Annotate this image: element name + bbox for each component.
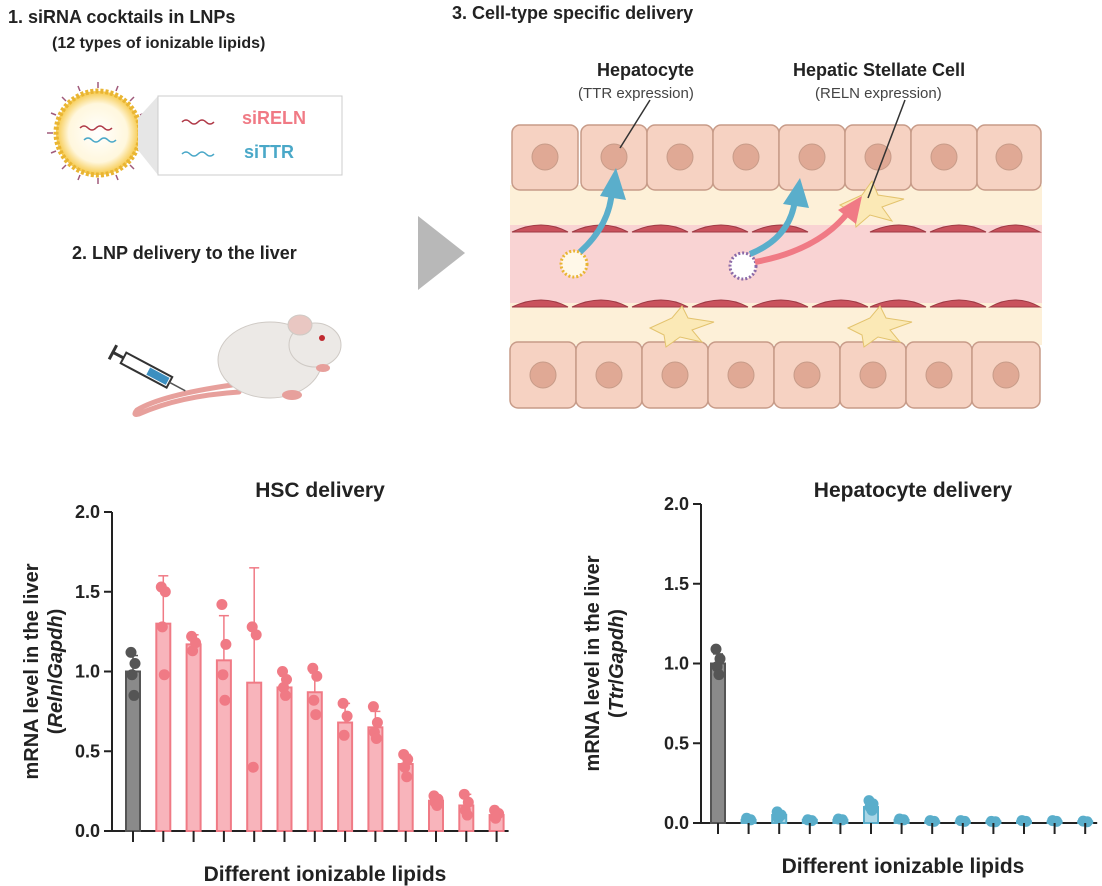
bar (155, 622, 172, 832)
data-point (370, 732, 382, 744)
schematic-illustration: siRELN siTTR (47, 82, 1042, 417)
sirna-ttr-label: siTTR (244, 142, 294, 162)
data-point (866, 804, 878, 816)
data-point (836, 814, 848, 826)
y-tick-label: 0.5 (664, 733, 689, 753)
data-point (250, 629, 262, 641)
data-point (959, 815, 971, 827)
data-point (399, 761, 411, 773)
sirna-reln-label: siRELN (242, 108, 306, 128)
step1-subtitle: (12 types of ionizable lipids) (52, 35, 266, 52)
lnp-particle-icon (47, 82, 149, 184)
y-tick-label: 1.5 (75, 582, 100, 602)
data-point (125, 646, 137, 658)
data-point (338, 729, 350, 741)
data-point (710, 643, 722, 655)
y-tick-label: 0.5 (75, 741, 100, 761)
data-point (713, 669, 725, 681)
data-point (898, 814, 910, 826)
y-tick-label: 0.0 (664, 813, 689, 833)
hsc-label: Hepatic Stellate Cell (793, 60, 966, 80)
data-point (217, 669, 229, 681)
data-point (461, 809, 473, 821)
data-point (280, 689, 291, 701)
data-point (158, 669, 170, 681)
lnp-hsc-icon (728, 251, 758, 281)
data-point (310, 709, 322, 721)
data-point (1051, 815, 1063, 827)
y-tick-label: 1.5 (664, 574, 689, 594)
data-point (308, 694, 320, 706)
data-point (156, 621, 168, 633)
data-point (745, 814, 757, 826)
flow-arrow-icon (418, 216, 465, 290)
y-tick-label: 1.0 (75, 662, 100, 682)
chart-title: HSC delivery (255, 479, 385, 502)
data-point (401, 771, 413, 783)
data-point (159, 586, 171, 598)
sirna-legend-box (157, 95, 343, 176)
data-point (1020, 815, 1032, 827)
data-point (989, 816, 1001, 828)
y-tick-label: 1.0 (664, 654, 689, 674)
data-point (128, 689, 140, 701)
data-point (129, 658, 141, 670)
y-tick-label: 2.0 (664, 494, 689, 514)
data-point (772, 812, 784, 824)
data-point (337, 697, 349, 709)
hepatocyte-sub: (TTR expression) (578, 85, 694, 102)
data-point (371, 717, 383, 729)
hepatocyte-delivery-chart: Hepatocyte delivery 0.0 0.5 1.0 1.5 2.0 mRNA l… (582, 479, 1098, 878)
y-tick-label: 0.0 (75, 821, 100, 841)
data-point (431, 799, 443, 811)
bar (215, 659, 232, 832)
bar (710, 662, 726, 824)
hepatocyte-label: Hepatocyte (597, 60, 695, 80)
bar (276, 686, 293, 832)
data-point (490, 812, 502, 824)
hsc-delivery-chart: HSC delivery 0.0 0.5 1.0 1.5 2.0 mRNA level in… (21, 479, 509, 886)
y-axis-label-sub: (Ttr/Gapdh) (606, 609, 628, 718)
data-point (219, 694, 231, 706)
data-point (367, 701, 379, 713)
bar (185, 643, 202, 832)
liver-tissue-illustration (509, 99, 1042, 409)
data-point (311, 670, 323, 682)
data-point (1081, 816, 1093, 828)
data-point (928, 815, 940, 827)
y-axis-label-sub: (Reln/Gapdh) (45, 609, 67, 735)
y-tick-label: 2.0 (75, 502, 100, 522)
hsc-sub: (RELN expression) (815, 85, 942, 102)
step3-title: 3. Cell-type specific delivery (452, 3, 694, 23)
y-axis-label: mRNA level in the liver (582, 555, 604, 771)
data-point (126, 669, 138, 681)
data-point (187, 645, 199, 657)
bar (246, 681, 263, 832)
data-point (341, 710, 353, 722)
lnp-hepatocyte-icon (559, 249, 589, 279)
mouse-icon (132, 314, 342, 417)
data-point (220, 638, 232, 650)
x-axis-label: Different ionizable lipids (204, 863, 447, 886)
data-point (247, 761, 259, 773)
chart-title: Hepatocyte delivery (814, 479, 1013, 502)
y-axis-label: mRNA level in the liver (21, 563, 43, 779)
x-axis-label: Different ionizable lipids (782, 855, 1025, 878)
data-point (806, 815, 818, 827)
data-point (216, 599, 228, 611)
step2-title: 2. LNP delivery to the liver (72, 243, 297, 263)
syringe-icon (107, 344, 186, 392)
step1-title: 1. siRNA cocktails in LNPs (8, 7, 236, 27)
